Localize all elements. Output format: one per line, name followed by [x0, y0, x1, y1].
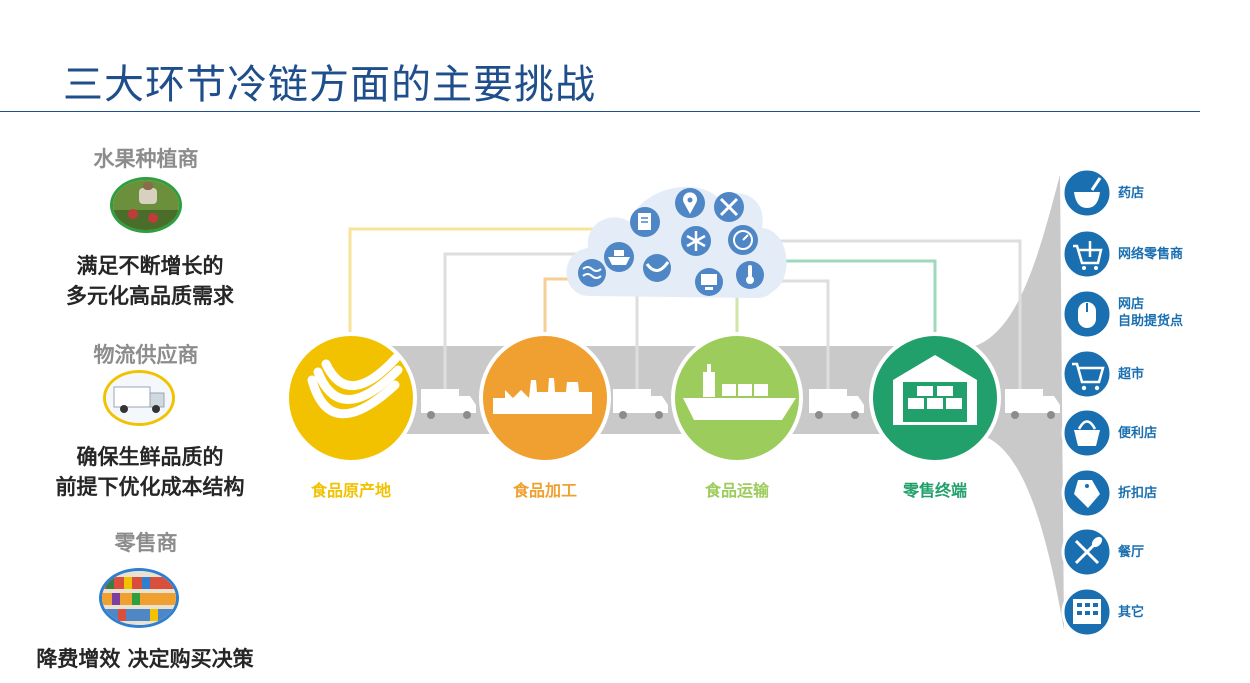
- channel-label-line: 折扣店: [1118, 486, 1158, 501]
- tools-icon: [714, 192, 744, 222]
- banana-icon: [643, 254, 671, 282]
- truck-icon: [613, 389, 668, 419]
- channel-label-line: 便利店: [1118, 426, 1158, 441]
- computer-icon: [695, 268, 723, 296]
- ship-icon: [604, 242, 634, 272]
- role-heading-logistics: 物流供应商: [93, 343, 199, 367]
- channel-label-line: 药店: [1118, 186, 1145, 201]
- truck-photo: [103, 370, 175, 426]
- role-desc-line: 多元化高品质需求: [66, 284, 234, 308]
- connector-origin: [348, 227, 605, 352]
- waves-icon: [578, 259, 606, 287]
- location-pin-icon: [675, 188, 705, 218]
- role-desc-retailer: 降费增效 决定购买决策: [0, 644, 295, 674]
- role-desc-line: 满足不断增长的: [76, 254, 224, 278]
- channel-label-pharmacy: 药店: [1118, 185, 1144, 202]
- channel-label-discount: 折扣店: [1118, 485, 1157, 502]
- grower-photo: [110, 177, 182, 233]
- basket-icon: [1061, 407, 1113, 459]
- cargo-ship-icon: [683, 364, 796, 420]
- belt-trucks: [421, 389, 1060, 419]
- stage-label-origin: 食品原产地: [310, 481, 391, 500]
- shelf-photo: [99, 568, 179, 628]
- cloud-icons: [578, 188, 764, 296]
- building-icon: [1061, 586, 1113, 638]
- stage-retail: [869, 332, 1001, 464]
- snowflake-icon: [681, 226, 711, 256]
- stage-transport: [671, 332, 803, 464]
- role-desc-grower: 满足不断增长的 多元化高品质需求: [0, 251, 300, 311]
- stage-origin: [285, 332, 417, 464]
- role-desc-line: 降费增效 决定购买决策: [36, 647, 254, 671]
- retail-channel-icons: [1061, 167, 1113, 638]
- truck-icon: [421, 389, 476, 419]
- channel-label-restaurant: 餐厅: [1118, 544, 1144, 561]
- factory-icon: [493, 378, 592, 414]
- role-desc-line: 确保生鲜品质的: [76, 445, 224, 469]
- price-tag-icon: [1061, 467, 1113, 519]
- fork-spoon-icon: [1061, 526, 1113, 578]
- stage-label-transport: 食品运输: [704, 481, 769, 500]
- warehouse-icon: [893, 355, 977, 425]
- document-check-icon: [630, 207, 660, 237]
- connector-truck-1: [443, 252, 580, 395]
- truck-icon: [1005, 389, 1060, 419]
- channel-label-line: 其它: [1118, 605, 1145, 620]
- title-divider: [0, 111, 1200, 112]
- role-desc-logistics: 确保生鲜品质的 前提下优化成本结构: [0, 442, 300, 502]
- connector-truck-3: [775, 279, 830, 395]
- channel-label-line: 超市: [1118, 367, 1145, 382]
- pharmacy-mortar-icon: [1061, 167, 1113, 219]
- channel-label-other: 其它: [1118, 604, 1144, 621]
- channel-label-line: 餐厅: [1118, 545, 1145, 560]
- channel-label-supermarket: 超市: [1118, 366, 1144, 383]
- shopping-cart-icon: [1061, 348, 1113, 400]
- role-heading-grower: 水果种植商: [93, 147, 199, 171]
- stage-label-retail: 零售终端: [902, 481, 967, 500]
- channel-label-pickup: 网店 自助提货点: [1118, 296, 1183, 330]
- channel-label-line: 网络零售商: [1118, 247, 1184, 262]
- role-heading-retailer: 零售商: [114, 531, 178, 555]
- gauge-icon: [728, 225, 758, 255]
- role-desc-line: 前提下优化成本结构: [55, 475, 245, 499]
- channel-label-line: 自助提货点: [1118, 314, 1184, 329]
- thermometer-icon: [736, 261, 764, 289]
- connector-retail: [775, 259, 937, 340]
- channel-label-convenience: 便利店: [1118, 425, 1157, 442]
- page-title: 三大环节冷链方面的主要挑战: [63, 62, 596, 108]
- connector-truck-4: [760, 239, 1022, 395]
- online-cart-icon: [1061, 228, 1113, 280]
- truck-icon: [809, 389, 864, 419]
- stage-label-processing: 食品加工: [512, 481, 577, 500]
- channel-label-line: 网店: [1118, 297, 1145, 312]
- banana-icon: [307, 353, 403, 419]
- stage-processing: [479, 332, 611, 464]
- mouse-icon: [1061, 288, 1113, 340]
- channel-label-online-retailer: 网络零售商: [1118, 246, 1183, 263]
